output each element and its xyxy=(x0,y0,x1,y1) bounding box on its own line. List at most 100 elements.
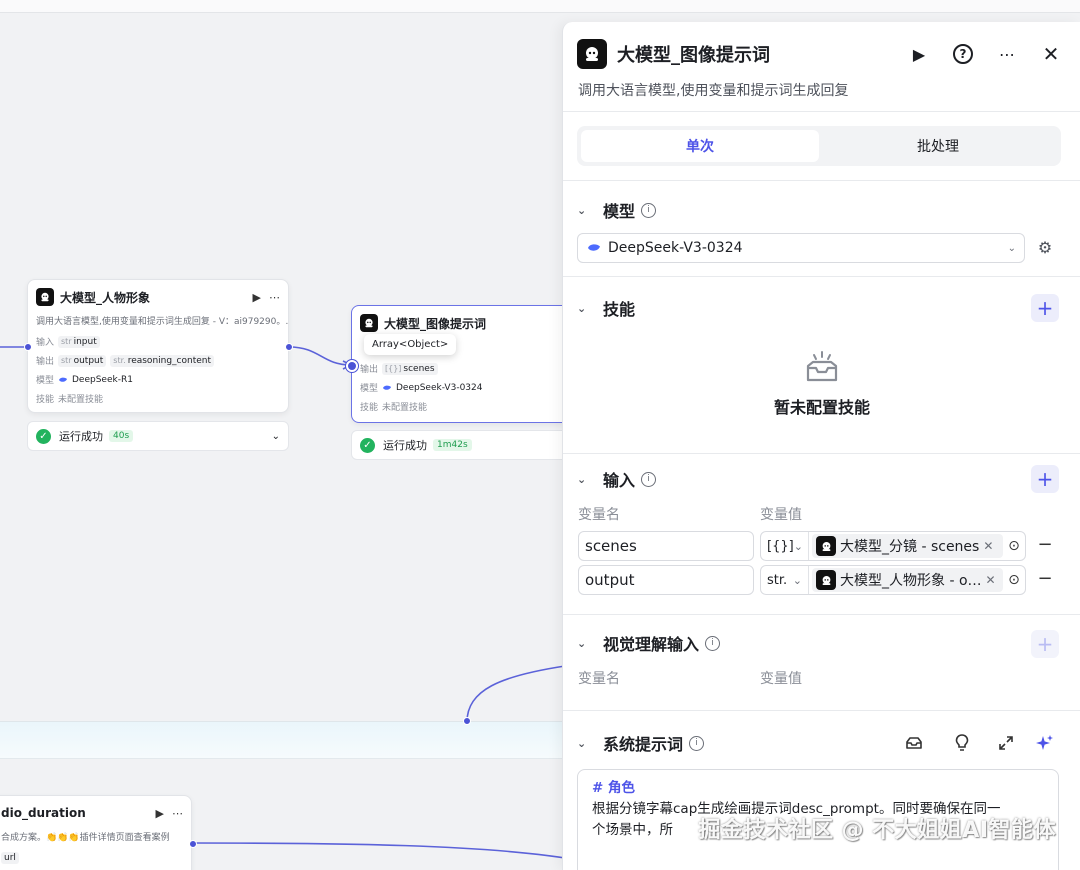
model-select[interactable]: DeepSeek-V3-0324 ⌄ xyxy=(577,233,1025,263)
run-status-bar[interactable]: ✓ 运行成功 40s ⌄ xyxy=(27,421,289,451)
ai-sparkle-icon[interactable] xyxy=(1034,732,1056,754)
node-model-row: 模型 DeepSeek-V3-0324 xyxy=(360,382,483,395)
column-header-name: 变量名 xyxy=(578,671,620,687)
chevron-down-icon[interactable]: ⌄ xyxy=(577,472,587,486)
chevron-down-icon[interactable]: ⌄ xyxy=(577,203,587,217)
variable-reference[interactable]: 大模型_分镜 - scenes ✕ xyxy=(812,534,1003,558)
remove-input-button[interactable]: − xyxy=(1037,534,1053,555)
panel-header: 大模型_图像提示词 ▶ ? ⋯ ✕ xyxy=(577,38,1066,70)
info-icon[interactable]: i xyxy=(705,635,721,651)
node-output-row: 输出 [{}]scenes xyxy=(352,359,570,378)
variable-name-input[interactable]: output xyxy=(578,565,754,595)
divider xyxy=(563,180,1080,181)
add-input-button[interactable]: + xyxy=(1031,465,1059,493)
node-person-image[interactable]: 大模型_人物形象 ▶ ⋯ 调用大语言模型,使用变量和提示词生成回复 - V：ai… xyxy=(24,279,293,413)
tab-batch[interactable]: 批处理 xyxy=(917,139,959,155)
lightbulb-icon[interactable] xyxy=(951,732,973,754)
gear-icon[interactable]: ⚙ xyxy=(1037,237,1053,257)
divider xyxy=(563,453,1080,454)
node-output-row: url xyxy=(0,848,191,867)
info-icon[interactable]: i xyxy=(641,202,657,218)
ellipsis-icon[interactable]: ⋯ xyxy=(269,290,280,304)
panel-description: 调用大语言模型,使用变量和提示词生成回复 xyxy=(578,83,849,99)
add-skill-button[interactable]: + xyxy=(1031,294,1059,322)
ellipsis-icon[interactable]: ⋯ xyxy=(999,44,1015,64)
column-header-value: 变量值 xyxy=(760,507,802,523)
target-icon[interactable]: ⊙ xyxy=(1008,572,1020,588)
expand-icon[interactable] xyxy=(995,732,1017,754)
system-prompt-section-header[interactable]: ⌄ 系统提示词 i xyxy=(577,729,705,757)
question-icon[interactable]: ? xyxy=(948,39,978,69)
duration-badge: 40s xyxy=(109,430,134,442)
input-section-header[interactable]: ⌄ 输入 i xyxy=(577,465,657,493)
play-icon[interactable]: ▶ xyxy=(155,806,164,820)
input-port[interactable] xyxy=(24,343,32,351)
type-select[interactable]: str.⌄ xyxy=(761,566,809,594)
prompt-library-icon[interactable] xyxy=(903,732,925,754)
check-circle-icon: ✓ xyxy=(360,437,375,453)
variable-value-field[interactable]: [{}]⌄ 大模型_分镜 - scenes ✕ ⊙ xyxy=(760,531,1026,561)
type-tooltip: Array<Object> xyxy=(364,334,457,355)
type-select[interactable]: [{}]⌄ xyxy=(761,532,809,560)
target-icon[interactable]: ⊙ xyxy=(1008,538,1020,554)
input-port[interactable] xyxy=(346,360,358,372)
coze-bot-icon xyxy=(577,39,607,69)
chevron-down-icon[interactable]: ⌄ xyxy=(271,430,280,442)
remove-reference-icon[interactable]: ✕ xyxy=(983,539,994,553)
node-skills-row: 技能 未配置技能 xyxy=(36,395,104,405)
chevron-down-icon[interactable]: ⌄ xyxy=(577,636,587,650)
node-title: 大模型_图像提示词 xyxy=(384,316,487,331)
model-section-header[interactable]: ⌄ 模型 i xyxy=(577,196,657,224)
output-port[interactable] xyxy=(463,717,471,725)
check-circle-icon: ✓ xyxy=(36,428,51,444)
run-status-bar[interactable]: ✓ 运行成功 1m42s xyxy=(351,430,571,460)
chevron-down-icon: ⌄ xyxy=(792,573,802,587)
divider xyxy=(563,614,1080,615)
skills-section-header[interactable]: ⌄ 技能 xyxy=(577,300,636,319)
panel-title[interactable]: 大模型_图像提示词 xyxy=(617,45,770,66)
node-settings-panel: 大模型_图像提示词 ▶ ? ⋯ ✕ 调用大语言模型,使用变量和提示词生成回复 单… xyxy=(562,22,1080,870)
close-icon[interactable]: ✕ xyxy=(1042,42,1060,66)
coze-bot-icon xyxy=(816,536,836,556)
variable-tag: [{}]scenes xyxy=(382,362,438,375)
chevron-down-icon: ⌄ xyxy=(1007,242,1016,254)
variable-value-field[interactable]: str.⌄ 大模型_人物形象 - o… ✕ ⊙ xyxy=(760,565,1026,595)
chevron-down-icon[interactable]: ⌄ xyxy=(577,736,587,750)
info-icon[interactable]: i xyxy=(641,471,657,487)
output-port[interactable] xyxy=(189,840,197,848)
remove-reference-icon[interactable]: ✕ xyxy=(985,573,996,587)
column-header-name: 变量名 xyxy=(578,507,620,523)
tab-single[interactable]: 单次 xyxy=(581,130,819,162)
ellipsis-icon[interactable]: ⋯ xyxy=(172,806,183,820)
node-skills-row: 技能 未配置技能 xyxy=(360,403,428,413)
info-icon[interactable]: i xyxy=(689,735,705,751)
deepseek-icon xyxy=(383,385,391,390)
skills-empty-text: 暂未配置技能 xyxy=(773,398,870,417)
system-prompt-editor[interactable]: # 角色 根据分镜字幕cap生成绘画提示词desc_prompt。同时要确保在同… xyxy=(577,769,1059,870)
vision-input-section-header[interactable]: ⌄ 视觉理解输入 i xyxy=(577,629,721,657)
coze-bot-icon xyxy=(360,314,378,332)
deepseek-icon xyxy=(59,377,67,382)
run-mode-tabs: 单次 批处理 xyxy=(577,126,1061,166)
divider xyxy=(563,710,1080,711)
variable-name-input[interactable]: scenes xyxy=(578,531,754,561)
coze-bot-icon xyxy=(816,570,836,590)
node-audio-duration[interactable]: dio_duration ▶ ⋯ 合成方案。👏👏👏插件详情页面查看案例 url xyxy=(0,795,197,870)
add-vision-input-button[interactable]: + xyxy=(1031,630,1059,658)
skills-empty-state: 暂未配置技能 xyxy=(563,350,1080,418)
variable-reference[interactable]: 大模型_人物形象 - o… ✕ xyxy=(812,568,1003,592)
divider xyxy=(563,276,1080,277)
chevron-down-icon[interactable]: ⌄ xyxy=(577,301,587,315)
remove-input-button[interactable]: − xyxy=(1037,568,1053,589)
output-port[interactable] xyxy=(285,343,293,351)
canvas-top-bar xyxy=(0,0,1080,13)
play-icon[interactable]: ▶ xyxy=(252,290,261,304)
variable-tag: str.reasoning_content xyxy=(110,354,215,367)
variable-tag: url xyxy=(1,851,19,864)
prompt-heading: # 角色 xyxy=(592,780,636,796)
play-icon[interactable]: ▶ xyxy=(912,44,926,64)
prompt-line: 个场景中，所 xyxy=(592,822,673,838)
node-image-prompt[interactable]: 大模型_图像提示词 output 输出 [{}]scenes 模型 DeepSe… xyxy=(346,305,571,423)
